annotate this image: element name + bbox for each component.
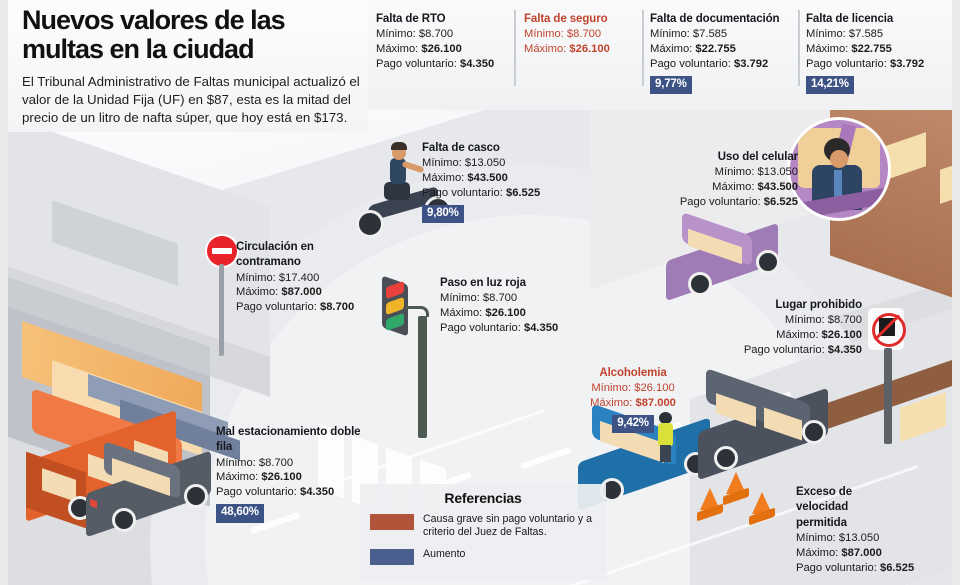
fine-card-paso-en-luz-roja: Paso en luz roja Mínimo: $8.700 Máximo: … — [440, 276, 558, 336]
fine-card-circulacion-en-contramano: Circulación en contramano Mínimo: $17.40… — [236, 240, 406, 315]
increase-badge: 9,80% — [422, 204, 464, 224]
no-entry-sign — [206, 236, 246, 356]
fine-min: Mínimo: $17.400 — [236, 271, 320, 284]
fine-card-exceso-de-velocidad-permitida: Exceso de velocidad permitida Mínimo: $1… — [796, 485, 960, 576]
fine-voluntary: Pago voluntario: $4.350 — [440, 322, 559, 335]
fine-card-falta-de-casco: Falta de casco Mínimo: $13.050 Máximo: $… — [422, 141, 541, 224]
fine-min: Mínimo: $8.700 — [440, 292, 518, 305]
fine-max: Máximo: $26.100 — [376, 43, 462, 56]
fine-max: Máximo: $26.100 — [440, 307, 526, 320]
legend-swatch-increase — [370, 549, 414, 566]
fine-voluntary: Pago voluntario: $6.525 — [796, 561, 915, 574]
header-panel — [8, 0, 368, 132]
fine-min: Mínimo: $13.050 — [422, 157, 506, 170]
increase-badge: 9,42% — [612, 415, 654, 434]
page-edge-left — [0, 0, 8, 585]
fine-max: Máximo: $22.755 — [806, 43, 892, 56]
fine-max: Máximo: $26.100 — [524, 43, 610, 56]
fine-min: Mínimo: $13.050 — [796, 531, 880, 544]
fine-voluntary: Pago voluntario: $4.350 — [376, 58, 495, 71]
fine-card-falta-de-seguro: Falta de seguro Mínimo: $8.700 Máximo: $… — [524, 12, 610, 57]
vehicle-car-dark-gray — [78, 440, 228, 538]
references-legend: Referencias Causa grave sin pago volunta… — [360, 484, 606, 580]
fine-voluntary: Pago voluntario: $8.700 — [236, 301, 355, 314]
fine-card-falta-de-licencia: Falta de licencia Mínimo: $7.585 Máximo:… — [806, 12, 925, 95]
legend-label-grave: Causa grave sin pago voluntario y a crit… — [423, 513, 593, 539]
fine-title: Lugar prohibido — [775, 299, 862, 311]
fine-voluntary: Pago voluntario: $6.525 — [679, 196, 798, 209]
legend-item-grave: Causa grave sin pago voluntario y a crit… — [370, 513, 606, 539]
fine-min: Mínimo: $8.700 — [784, 314, 862, 327]
fine-min: Mínimo: $26.100 — [591, 382, 675, 395]
fine-title: Falta de seguro — [524, 13, 608, 25]
references-title: Referencias — [444, 490, 522, 506]
legend-item-increase: Aumento — [370, 548, 606, 566]
legend-label-increase: Aumento — [423, 548, 466, 561]
fine-card-alcoholemia: Alcoholemia Mínimo: $26.100 Máximo: $87.… — [548, 366, 718, 434]
vehicle-suv-dark — [692, 368, 852, 481]
page-title: Nuevos valores de las multas en la ciuda… — [22, 5, 286, 64]
fine-title: Falta de licencia — [806, 13, 894, 25]
fine-voluntary: Pago voluntario: $3.792 — [650, 58, 769, 71]
legend-swatch-grave — [370, 514, 414, 530]
increase-badge: 9,77% — [650, 75, 692, 95]
fine-voluntary: Pago voluntario: $3.792 — [806, 58, 925, 71]
fine-card-mal-estacionamiento-doble-fila: Mal estacionamiento doble fila Mínimo: $… — [216, 425, 396, 523]
fine-max: Máximo: $43.500 — [712, 181, 798, 194]
fine-title: Mal estacionamiento doble fila — [216, 426, 361, 454]
fine-card-uso-del-celular: Uso del celular Mínimo: $13.050 Máximo: … — [608, 150, 798, 210]
fine-max: Máximo: $87.000 — [236, 286, 322, 299]
fine-card-lugar-prohibido: Lugar prohibido Mínimo: $8.700 Máximo: $… — [690, 298, 862, 358]
fine-min: Mínimo: $7.585 — [650, 28, 728, 41]
header: Nuevos valores de las multas en la ciuda… — [22, 6, 367, 127]
fine-card-falta-de-rto: Falta de RTO Mínimo: $8.700 Máximo: $26.… — [376, 12, 494, 72]
fine-title: Falta de RTO — [376, 13, 446, 25]
divider — [798, 10, 800, 86]
fine-card-falta-de-documentacion: Falta de documentación Mínimo: $7.585 Má… — [650, 12, 780, 95]
fine-title: Uso del celular — [717, 151, 798, 163]
fine-title: Alcoholemia — [599, 367, 667, 379]
fine-min: Mínimo: $7.585 — [806, 28, 884, 41]
no-parking-sign — [868, 308, 908, 444]
fine-title: Exceso de velocidad permitida — [796, 486, 852, 529]
traffic-officer — [656, 412, 676, 462]
fine-min: Mínimo: $8.700 — [524, 28, 602, 41]
fine-min: Mínimo: $13.050 — [714, 166, 798, 179]
fine-voluntary: Pago voluntario: $4.350 — [743, 344, 862, 357]
fine-title: Falta de casco — [422, 142, 500, 154]
fine-max: Máximo: $87.000 — [796, 546, 882, 559]
fine-max: Máximo: $43.500 — [422, 172, 508, 185]
divider — [642, 10, 644, 86]
divider — [514, 10, 516, 86]
fine-title: Circulación en contramano — [236, 241, 314, 269]
fine-voluntary: Pago voluntario: $6.525 — [422, 187, 541, 200]
fine-voluntary: Pago voluntario: $4.350 — [216, 486, 335, 499]
fine-max: Máximo: $87.000 — [590, 397, 676, 410]
cellphone-driver-inset — [790, 120, 888, 218]
fine-max: Máximo: $26.100 — [776, 329, 862, 342]
increase-badge: 48,60% — [216, 504, 264, 523]
traffic-light — [382, 275, 452, 460]
increase-badge: 14,21% — [806, 75, 854, 95]
header-subtitle: El Tribunal Administrativo de Faltas mun… — [22, 73, 360, 125]
fine-title: Falta de documentación — [650, 13, 780, 25]
vehicle-car-purple — [660, 211, 790, 302]
fine-title: Paso en luz roja — [440, 277, 526, 289]
fine-max: Máximo: $26.100 — [216, 471, 302, 484]
page-edge-right — [952, 0, 960, 585]
fine-min: Mínimo: $8.700 — [216, 456, 294, 469]
fine-min: Mínimo: $8.700 — [376, 28, 454, 41]
fine-max: Máximo: $22.755 — [650, 43, 736, 56]
